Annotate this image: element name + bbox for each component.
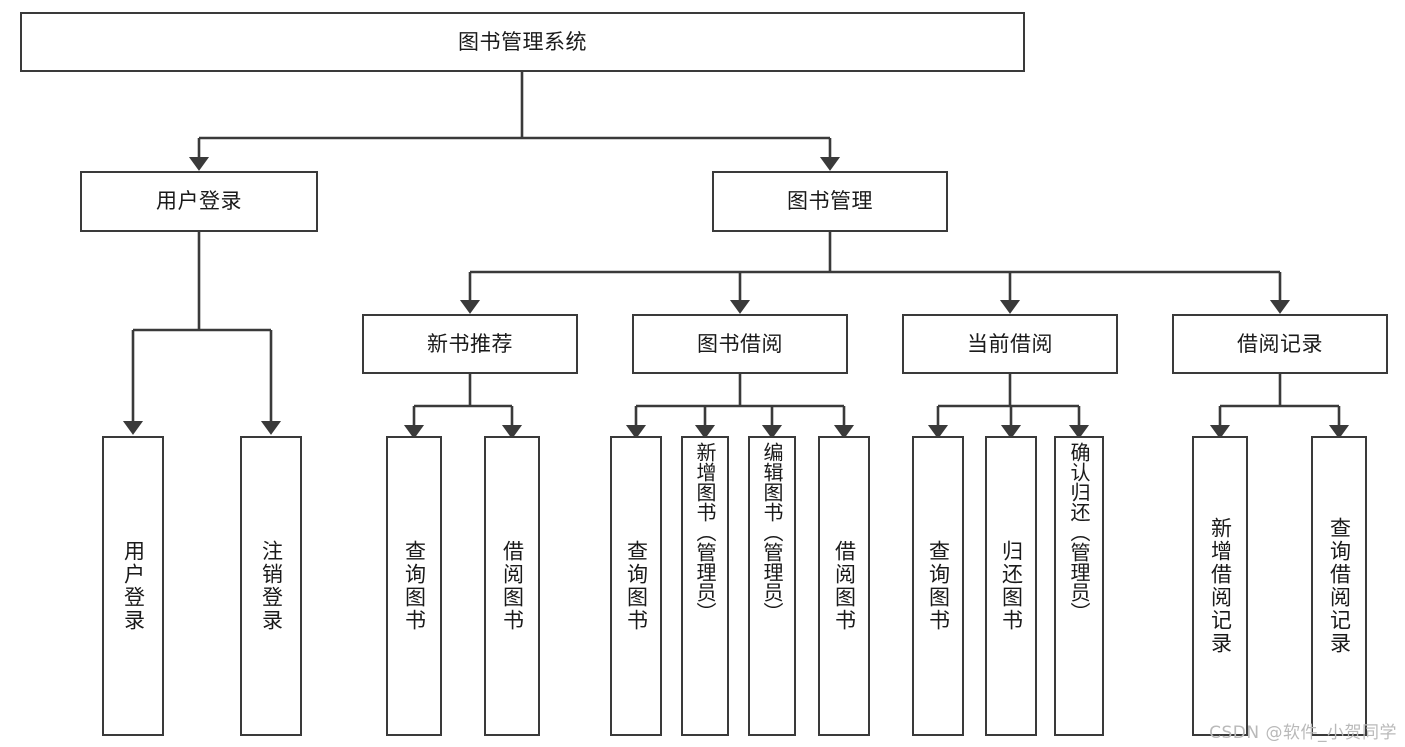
node-leaf-query-book-2[interactable]: 查询图书 (610, 436, 662, 736)
node-leaf-user-login[interactable]: 用户登录 (102, 436, 164, 736)
node-leaf-edit-book[interactable]: 编辑图书（管理员） (748, 436, 796, 736)
node-current-borrow[interactable]: 当前借阅 (902, 314, 1118, 374)
node-leaf-borrow-book-2[interactable]: 借阅图书 (818, 436, 870, 736)
node-leaf-logout-label: 注销登录 (259, 540, 284, 632)
node-new-book-recommend[interactable]: 新书推荐 (362, 314, 578, 374)
node-user-login[interactable]: 用户登录 (80, 171, 318, 232)
node-leaf-borrow-book-1[interactable]: 借阅图书 (484, 436, 540, 736)
node-borrow-record-label: 借阅记录 (1237, 331, 1323, 356)
node-book-manage-label: 图书管理 (787, 189, 873, 214)
node-leaf-user-login-label: 用户登录 (121, 540, 146, 632)
node-leaf-add-book-label: 新增图书（管理员） (693, 442, 717, 622)
node-book-manage[interactable]: 图书管理 (712, 171, 948, 232)
node-leaf-query-record-label: 查询借阅记录 (1327, 517, 1352, 655)
node-leaf-add-record[interactable]: 新增借阅记录 (1192, 436, 1248, 736)
node-leaf-query-book-3-label: 查询图书 (926, 540, 951, 632)
node-borrow-record[interactable]: 借阅记录 (1172, 314, 1388, 374)
node-leaf-add-record-label: 新增借阅记录 (1208, 517, 1233, 655)
node-new-book-recommend-label: 新书推荐 (427, 331, 513, 356)
node-book-borrow[interactable]: 图书借阅 (632, 314, 848, 374)
node-leaf-edit-book-label: 编辑图书（管理员） (760, 442, 784, 622)
node-leaf-query-book-2-label: 查询图书 (624, 540, 649, 632)
node-leaf-return-book[interactable]: 归还图书 (985, 436, 1037, 736)
node-leaf-logout[interactable]: 注销登录 (240, 436, 302, 736)
node-leaf-query-book-3[interactable]: 查询图书 (912, 436, 964, 736)
node-leaf-borrow-book-2-label: 借阅图书 (832, 540, 857, 632)
node-root-label: 图书管理系统 (458, 29, 587, 54)
node-leaf-confirm-return[interactable]: 确认归还（管理员） (1054, 436, 1104, 736)
node-root[interactable]: 图书管理系统 (20, 12, 1025, 72)
node-leaf-add-book[interactable]: 新增图书（管理员） (681, 436, 729, 736)
node-leaf-confirm-return-label: 确认归还（管理员） (1067, 442, 1091, 622)
node-leaf-query-record[interactable]: 查询借阅记录 (1311, 436, 1367, 736)
csdn-watermark: CSDN @软件_小贺同学 (1209, 723, 1397, 743)
node-leaf-borrow-book-1-label: 借阅图书 (500, 540, 525, 632)
node-leaf-query-book-1-label: 查询图书 (402, 540, 427, 632)
node-user-login-label: 用户登录 (156, 189, 242, 214)
node-leaf-return-book-label: 归还图书 (999, 540, 1024, 632)
node-leaf-query-book-1[interactable]: 查询图书 (386, 436, 442, 736)
node-current-borrow-label: 当前借阅 (967, 331, 1053, 356)
node-book-borrow-label: 图书借阅 (697, 331, 783, 356)
